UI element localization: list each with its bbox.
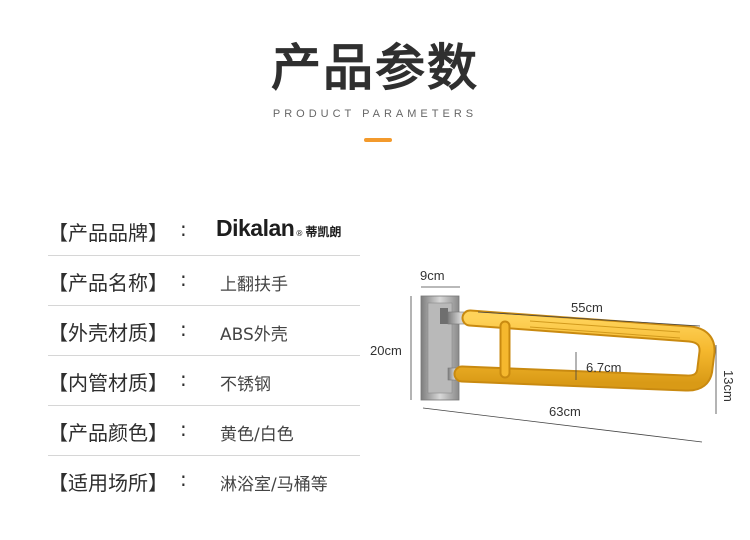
spec-row-name: 【产品名称】 : 上翻扶手 (48, 256, 360, 306)
grip-texture (529, 320, 681, 339)
spec-label: 【适用场所】 (48, 471, 168, 495)
dimension-lines (410, 286, 717, 443)
spec-row-brand: 【产品品牌】 : Dikalan®蒂凯朗 (48, 206, 360, 256)
spec-row-usage: 【适用场所】 : 淋浴室/马桶等 (48, 456, 360, 505)
handrail-bar (453, 309, 716, 392)
spec-colon: : (180, 317, 187, 341)
dim-end-height: 13cm (721, 370, 736, 402)
spec-value: 不锈钢 (220, 375, 271, 395)
title-accent-bar (364, 138, 392, 142)
spec-label: 【产品品牌】 (48, 221, 168, 245)
spec-label: 【外壳材质】 (48, 321, 168, 345)
spec-row-tube: 【内管材质】 : 不锈钢 (48, 356, 360, 406)
handrail-diagram: 9cm 20cm 55cm 6.7cm 63cm 13cm (370, 268, 736, 443)
dim-bar-length: 55cm (571, 300, 603, 315)
page-subtitle: PRODUCT PARAMETERS (272, 108, 478, 120)
dim-mount-width: 9cm (420, 268, 445, 283)
dim-total-length: 63cm (549, 404, 581, 419)
brand-wordmark: Dikalan (216, 215, 295, 241)
spec-row-shell: 【外壳材质】 : ABS外壳 (48, 306, 360, 356)
spec-label: 【产品颜色】 (48, 421, 168, 445)
spec-colon: : (180, 217, 187, 241)
brand-chinese: 蒂凯朗 (305, 225, 342, 239)
spec-label: 【内管材质】 (48, 371, 168, 395)
spec-row-color: 【产品颜色】 : 黄色/白色 (48, 406, 360, 456)
wall-mount-plate (420, 295, 460, 401)
spec-value: 黄色/白色 (220, 425, 294, 445)
spec-value: 上翻扶手 (220, 275, 288, 295)
dim-height: 20cm (370, 343, 402, 358)
spec-colon: : (180, 367, 187, 391)
spec-table: 【产品品牌】 : Dikalan®蒂凯朗 【产品名称】 : 上翻扶手 【外壳材质… (48, 206, 360, 505)
spec-colon: : (180, 417, 187, 441)
page-title: 产品参数 (271, 39, 479, 97)
spec-label: 【产品名称】 (48, 271, 168, 295)
spec-value: 淋浴室/马桶等 (220, 475, 328, 495)
spec-colon: : (180, 467, 187, 491)
dim-inner-gap: 6.7cm (586, 360, 621, 375)
registered-mark: ® (295, 229, 304, 238)
brand-logo: Dikalan®蒂凯朗 (216, 215, 341, 242)
spec-colon: : (180, 267, 187, 291)
spec-value: ABS外壳 (220, 325, 288, 345)
